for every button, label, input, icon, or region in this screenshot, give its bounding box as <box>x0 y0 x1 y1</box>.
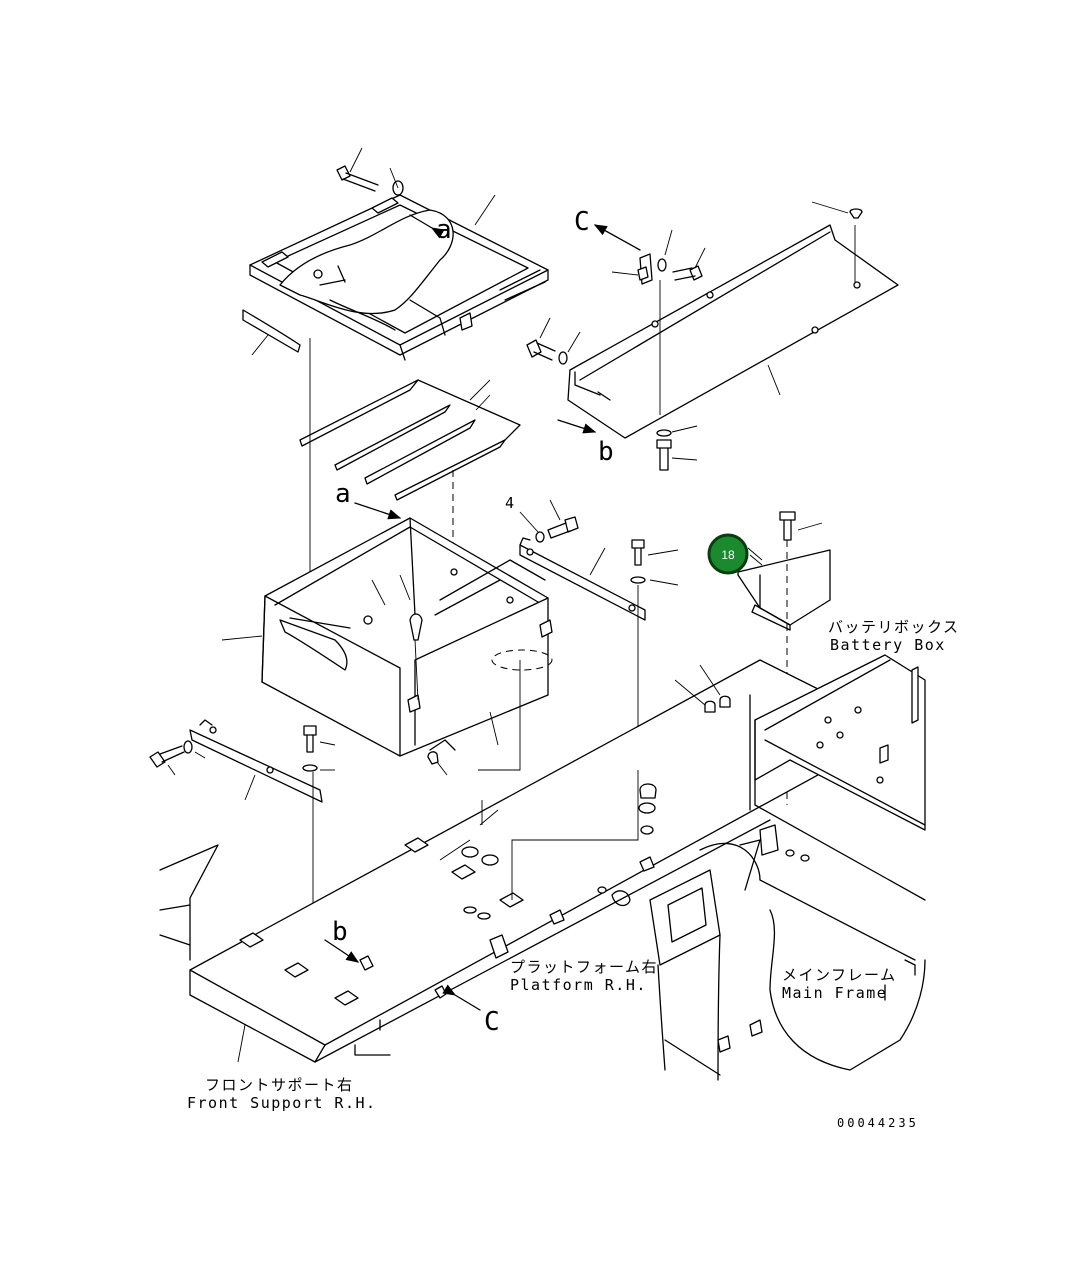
seal-strip <box>242 309 301 353</box>
part-number-4: 4 <box>505 494 516 512</box>
label-main-frame-jp: メインフレーム <box>782 966 897 984</box>
platform-rh <box>189 659 901 1063</box>
label-platform-en: Platform R.H. <box>510 976 647 994</box>
callout-18-button[interactable]: 18 <box>707 533 763 575</box>
main-frame <box>611 654 926 1081</box>
leader-box <box>221 635 263 641</box>
box-bracket-right <box>519 537 646 621</box>
arrow-a-mid <box>354 502 402 520</box>
cover-bolt <box>336 147 404 196</box>
arrow-a-top <box>409 214 445 239</box>
leader-seal <box>251 334 269 356</box>
arrow-c-top <box>593 224 641 251</box>
floor-bracket <box>567 201 899 439</box>
callout-18-number: 18 <box>721 548 735 562</box>
view-letter-b-low: b <box>332 917 348 947</box>
cclip-top <box>611 229 706 285</box>
bolt-floor-left <box>526 317 581 365</box>
label-main-frame-en: Main Frame <box>782 984 887 1002</box>
battery-cover <box>249 194 549 361</box>
battery-box <box>261 517 553 757</box>
view-letter-b-top: b <box>598 437 614 467</box>
label-battery-box-en: Battery Box <box>830 636 946 654</box>
label-front-support-en: Front Support R.H. <box>187 1094 377 1112</box>
view-letter-c-low: C <box>484 1007 500 1037</box>
box-pin <box>427 751 439 765</box>
leader-cover <box>474 194 496 226</box>
bolt-part-4 <box>519 499 579 543</box>
bolt-floor-bottom <box>656 425 698 471</box>
label-platform-jp: プラットフォーム右 <box>510 958 658 976</box>
leader-pin <box>436 761 448 776</box>
cushion-set <box>299 379 521 501</box>
left-bracket <box>149 719 323 803</box>
view-letter-c-top: C <box>574 207 590 237</box>
drawing-code: 00044235 <box>837 1116 919 1130</box>
view-letter-a-top: a <box>436 215 452 245</box>
arrow-b-top <box>557 419 597 434</box>
frame-left <box>159 844 219 961</box>
callout-18-marker[interactable] <box>707 533 749 575</box>
label-battery-box-jp: バッテリボックス <box>828 618 960 636</box>
view-letter-a-mid: a <box>335 479 351 509</box>
box-clip <box>429 739 456 751</box>
label-front-support-jp: フロントサポート右 <box>205 1076 354 1094</box>
